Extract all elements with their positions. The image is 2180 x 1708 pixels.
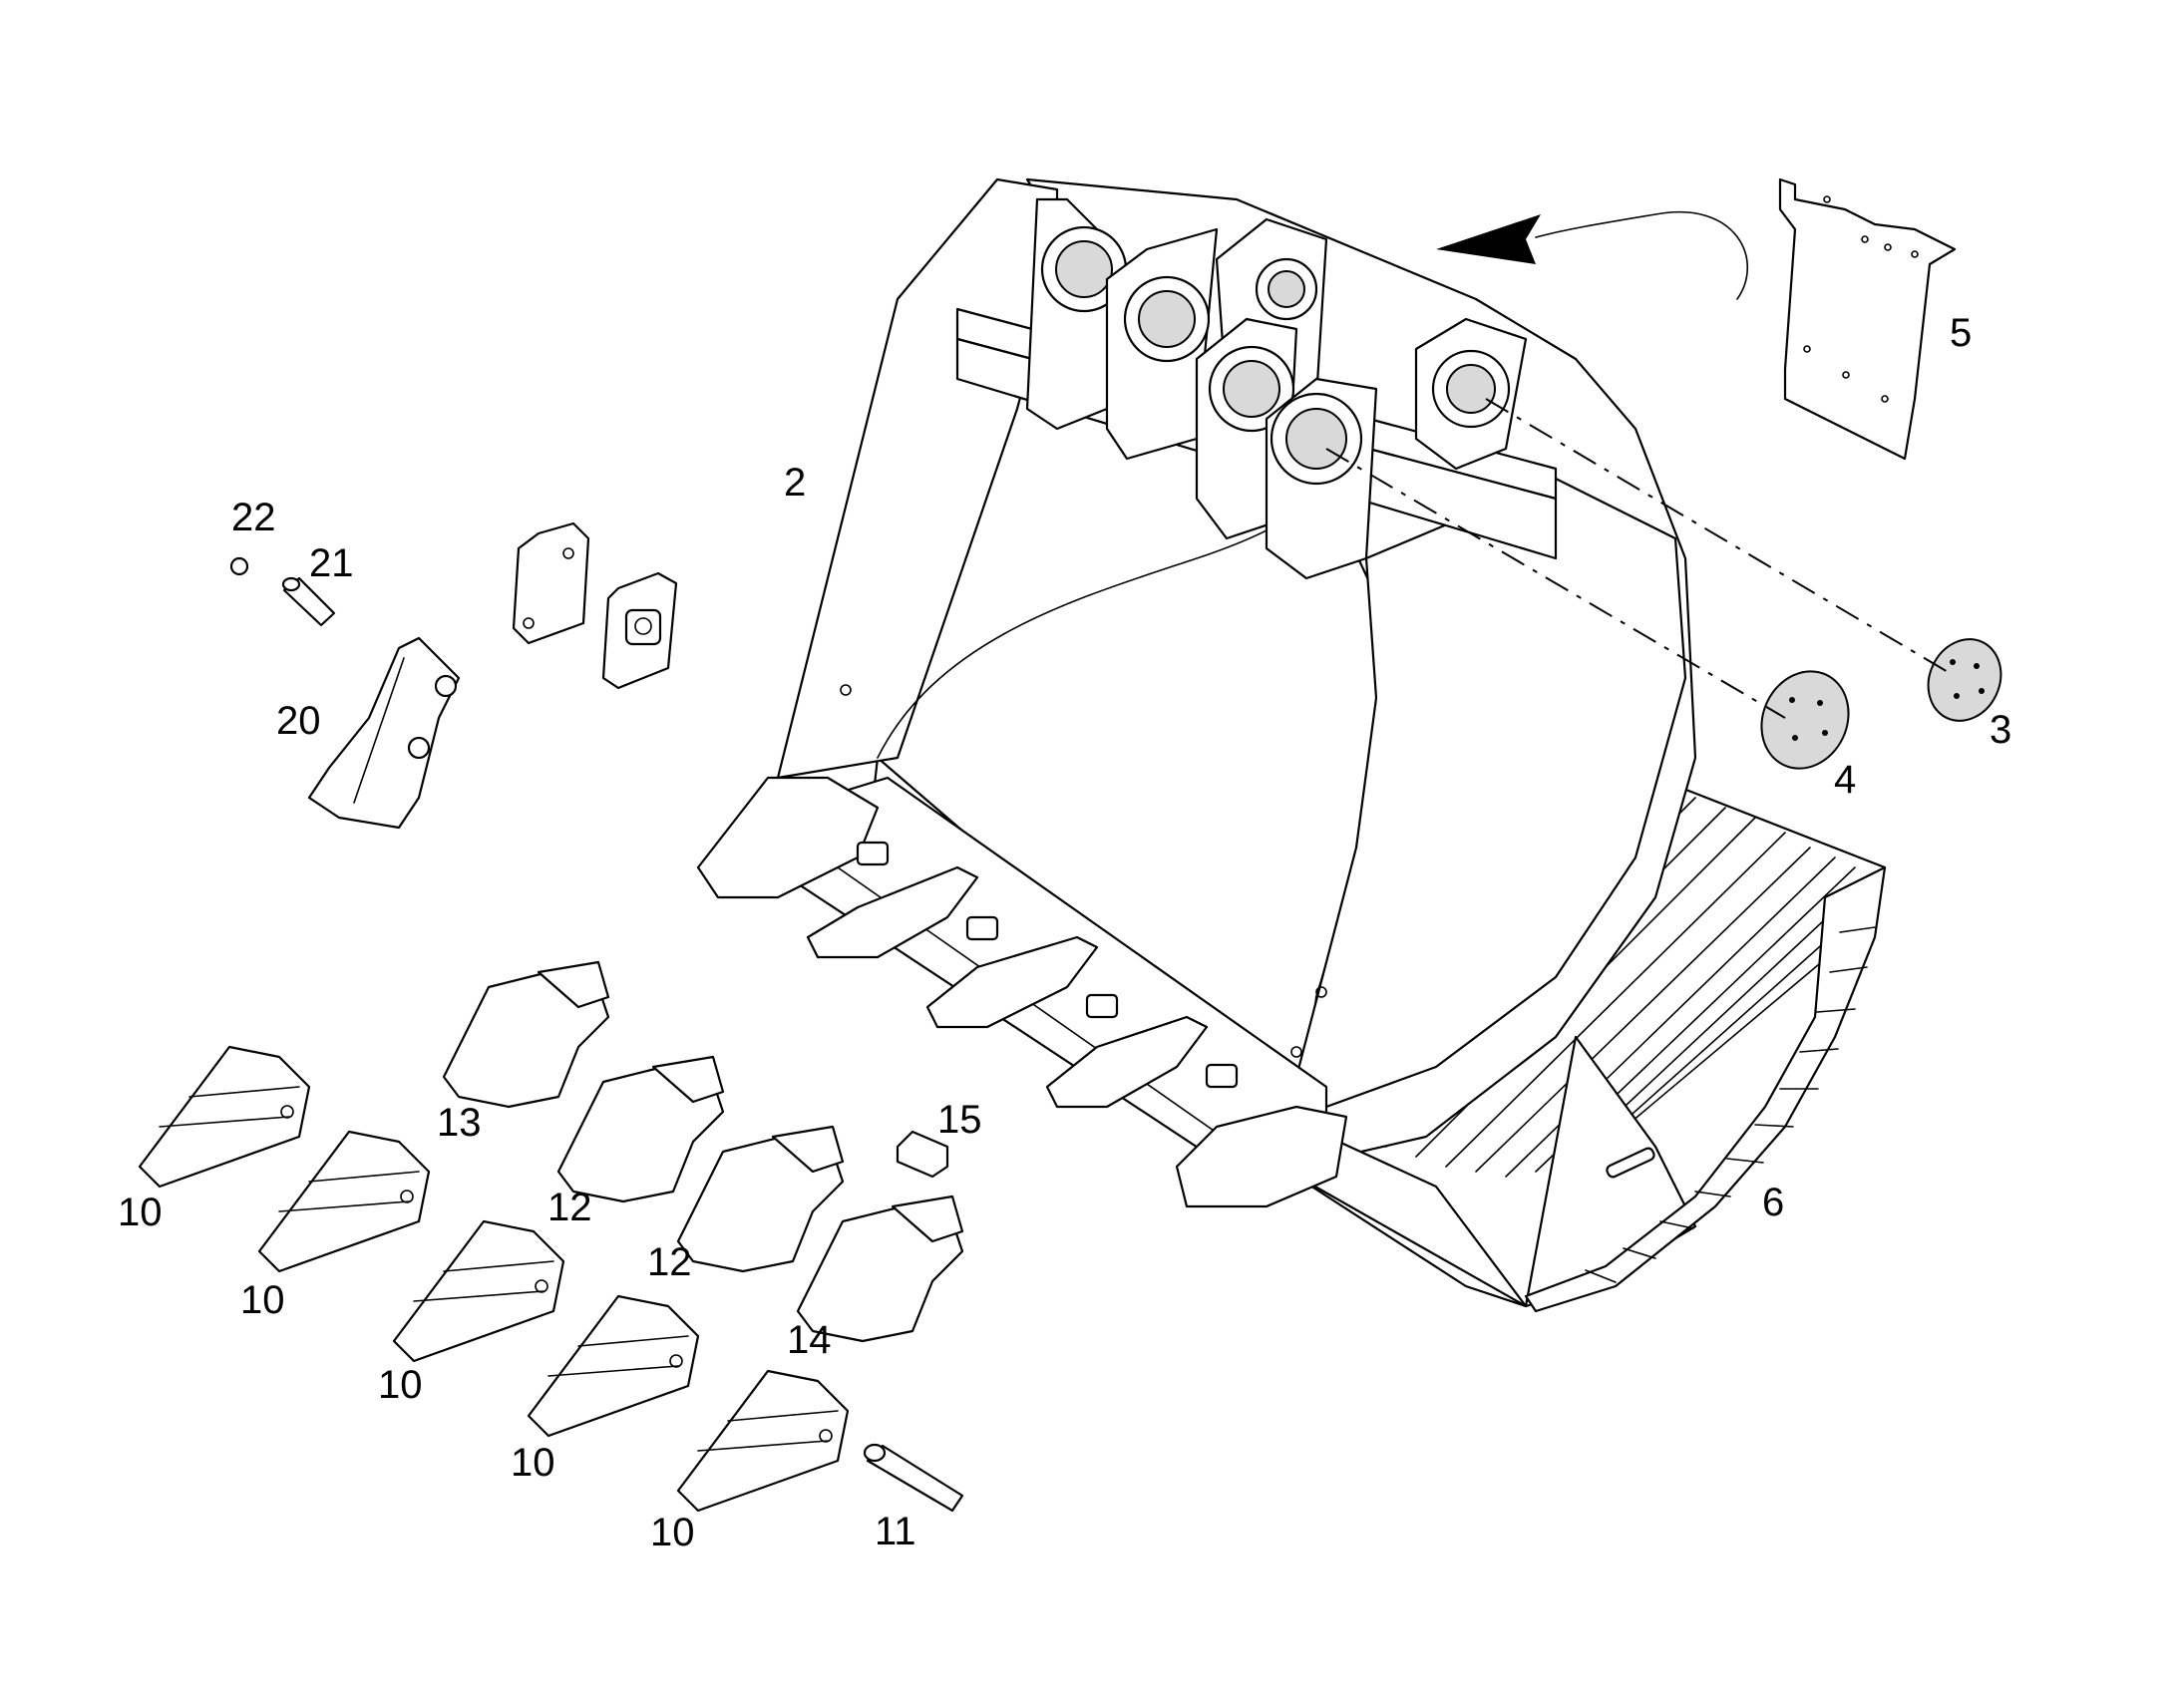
part-3-disc bbox=[1927, 638, 2002, 722]
callout-12: 12 bbox=[647, 1240, 692, 1284]
part-22-ring bbox=[229, 556, 249, 576]
callout-13: 13 bbox=[437, 1101, 482, 1145]
part-12-adapter bbox=[556, 1055, 725, 1203]
callout-15: 15 bbox=[937, 1098, 982, 1142]
part-21-pin bbox=[281, 576, 336, 627]
callout-22: 22 bbox=[231, 496, 276, 539]
part-10-tooth bbox=[257, 1130, 431, 1273]
callout-10: 10 bbox=[650, 1511, 695, 1554]
callout-14: 14 bbox=[787, 1318, 832, 1362]
callout-20: 20 bbox=[276, 699, 321, 743]
callout-4: 4 bbox=[1834, 758, 1856, 802]
callout-10: 10 bbox=[511, 1441, 555, 1485]
callout-11: 11 bbox=[875, 1510, 916, 1553]
part-10-tooth bbox=[138, 1045, 311, 1189]
callout-2: 2 bbox=[784, 461, 806, 505]
part-10-tooth bbox=[527, 1294, 700, 1438]
part-6-wear-liner bbox=[1294, 776, 1887, 1313]
cutting-edge-adapters bbox=[696, 776, 1348, 1208]
part-13-adapter bbox=[442, 960, 610, 1109]
callout-labels: 2 3 4 5 6 10 10 10 10 10 11 12 12 13 14 … bbox=[118, 311, 2011, 1554]
callout-3: 3 bbox=[1990, 708, 2011, 752]
part-5-cover-plate bbox=[1436, 177, 1957, 461]
part-15-lock bbox=[896, 1130, 949, 1179]
callout-10: 10 bbox=[118, 1191, 163, 1234]
pin-axis-lines bbox=[1325, 398, 1951, 719]
callout-10: 10 bbox=[378, 1363, 423, 1407]
part-10-tooth bbox=[392, 1219, 565, 1363]
part-2-bucket-body bbox=[756, 177, 1697, 1308]
callout-10: 10 bbox=[240, 1278, 285, 1322]
part-14-adapter bbox=[796, 1195, 964, 1343]
part-20-side-protector bbox=[307, 636, 461, 830]
callout-5: 5 bbox=[1950, 311, 1972, 355]
part-10-tooth bbox=[676, 1369, 850, 1513]
part-12-adapter bbox=[676, 1125, 845, 1273]
callout-12: 12 bbox=[547, 1186, 592, 1229]
callout-6: 6 bbox=[1762, 1181, 1784, 1224]
part-11-pin bbox=[863, 1443, 964, 1513]
side-shroud-plates bbox=[512, 521, 678, 690]
callout-21: 21 bbox=[309, 541, 354, 585]
part-4-disc bbox=[1760, 670, 1850, 770]
